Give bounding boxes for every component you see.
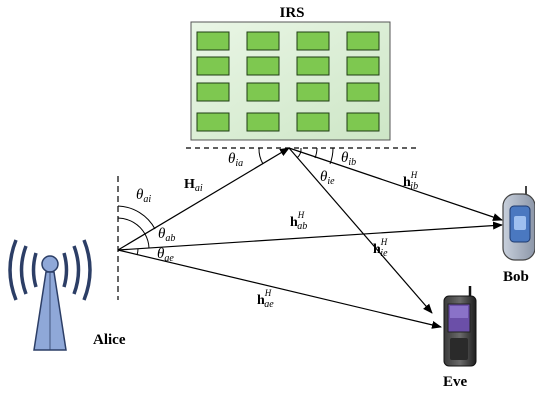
label-theta-ib: θib: [341, 150, 356, 168]
irs-element: [346, 112, 380, 132]
irs-element: [346, 82, 380, 102]
link-irs-eve: [288, 147, 433, 314]
arc-theta-ib: [314, 147, 318, 159]
link-alice-irs: [117, 147, 290, 251]
eve-label: Eve: [443, 374, 468, 390]
irs-element: [246, 112, 280, 132]
bob-label: Bob: [503, 269, 529, 285]
irs-element: [346, 56, 380, 76]
irs-element: [246, 31, 280, 51]
irs-element: [296, 82, 330, 102]
alice-label: Alice: [93, 332, 126, 348]
irs-element-grid: [196, 31, 380, 132]
link-alice-eve: [117, 249, 442, 329]
alice-tower-icon: [8, 239, 92, 351]
irs-element: [296, 56, 330, 76]
irs-element: [296, 31, 330, 51]
arc-theta-ib-outer: [329, 147, 334, 165]
arc-theta-ae: [136, 248, 139, 256]
irs-element: [196, 82, 230, 102]
label-theta-ab: θab: [158, 226, 175, 244]
irs-element: [296, 112, 330, 132]
label-H-ai: Hai: [184, 177, 203, 194]
arc-theta-ab: [144, 233, 150, 249]
arc-theta-ai: [117, 205, 156, 230]
arc-theta-ia: [258, 147, 264, 165]
irs-element: [246, 56, 280, 76]
irs-element: [196, 56, 230, 76]
irs-element: [196, 112, 230, 132]
label-theta-ai: θai: [136, 187, 151, 205]
label-theta-ia: θia: [228, 151, 243, 169]
label-theta-ie: θie: [320, 169, 335, 187]
arc-theta-ai-inner: [117, 217, 146, 235]
bob-phone-icon: [502, 186, 535, 261]
irs-label: IRS: [279, 5, 304, 21]
eve-phone-icon: [443, 286, 477, 367]
irs-panel: [190, 21, 391, 141]
arc-theta-ie: [296, 147, 302, 159]
label-theta-ae: θae: [157, 246, 174, 264]
irs-element: [196, 31, 230, 51]
irs-element: [346, 31, 380, 51]
link-irs-bob: [288, 147, 503, 221]
link-alice-bob: [117, 221, 503, 251]
irs-element: [246, 82, 280, 102]
